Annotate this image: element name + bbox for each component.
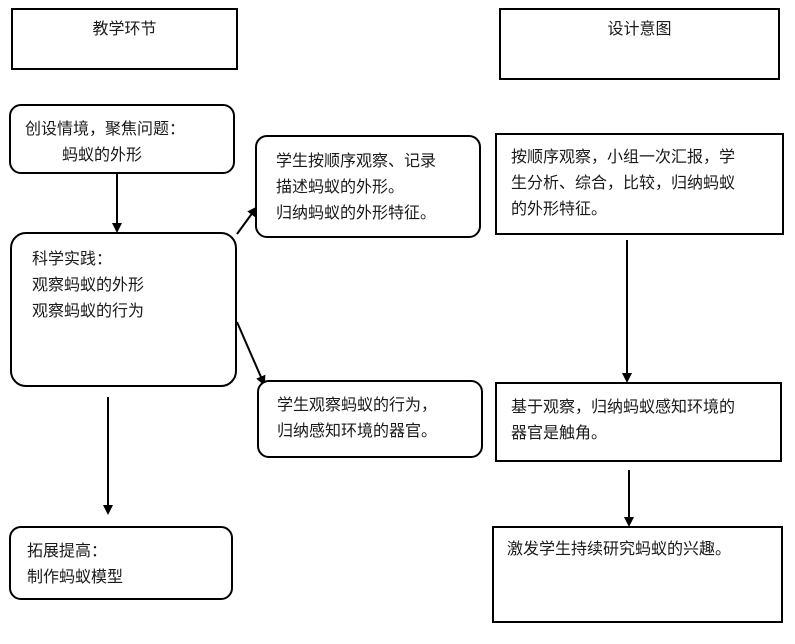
header-teaching-steps: 教学环节 — [11, 8, 238, 70]
node-intent-3: 激发学生持续研究蚂蚁的兴趣。 — [492, 526, 783, 623]
node-intent-2-line: 基于观察，归纳蚂蚁感知环境的 — [511, 397, 736, 416]
node-observe-shape-line: 描述蚂蚁的外形。 — [276, 177, 405, 196]
node-extend-line: 拓展提高： — [27, 541, 108, 560]
node-observe-shape-line: 归纳蚂蚁的外形特征。 — [276, 203, 437, 222]
node-intro: 创设情境，聚焦问题： 蚂蚁的外形 — [9, 104, 235, 174]
node-practice-line: 观察蚂蚁的行为 — [32, 301, 145, 320]
node-observe-behavior-line: 归纳感知环境的器官。 — [277, 421, 438, 440]
node-intent-3-line: 激发学生持续研究蚂蚁的兴趣。 — [507, 539, 732, 558]
node-extend: 拓展提高： 制作蚂蚁模型 — [9, 526, 233, 600]
arrow-practice-to-behavior — [236, 321, 266, 386]
header-design-label: 设计意图 — [607, 19, 672, 38]
node-extend-line: 制作蚂蚁模型 — [27, 567, 124, 586]
header-design-intent: 设计意图 — [499, 8, 780, 80]
node-intent-2: 基于观察，归纳蚂蚁感知环境的 器官是触角。 — [495, 382, 782, 462]
node-observe-shape: 学生按顺序观察、记录 描述蚂蚁的外形。 归纳蚂蚁的外形特征。 — [255, 135, 481, 238]
node-intro-line: 创设情境，聚焦问题： — [25, 119, 186, 138]
node-practice: 科学实践： 观察蚂蚁的外形 观察蚂蚁的行为 — [10, 232, 237, 387]
node-intent-1-line: 按顺序观察，小组一次汇报，学 — [511, 147, 736, 166]
node-practice-line: 科学实践： — [32, 249, 113, 268]
node-intent-2-line: 器官是触角。 — [511, 423, 608, 442]
arrow-practice-to-shape — [236, 206, 258, 235]
node-observe-behavior-line: 学生观察蚂蚁的行为， — [277, 395, 438, 414]
node-intent-1-line: 生分析、综合，比较，归纳蚂蚁 — [511, 173, 736, 192]
node-intent-1-line: 的外形特征。 — [511, 199, 608, 218]
node-intent-1: 按顺序观察，小组一次汇报，学 生分析、综合，比较，归纳蚂蚁 的外形特征。 — [495, 133, 784, 235]
node-practice-line: 观察蚂蚁的外形 — [32, 275, 145, 294]
node-observe-shape-line: 学生按顺序观察、记录 — [276, 151, 437, 170]
node-intro-line: 蚂蚁的外形 — [62, 145, 143, 164]
node-observe-behavior: 学生观察蚂蚁的行为， 归纳感知环境的器官。 — [257, 380, 483, 458]
header-teaching-label: 教学环节 — [92, 19, 157, 38]
